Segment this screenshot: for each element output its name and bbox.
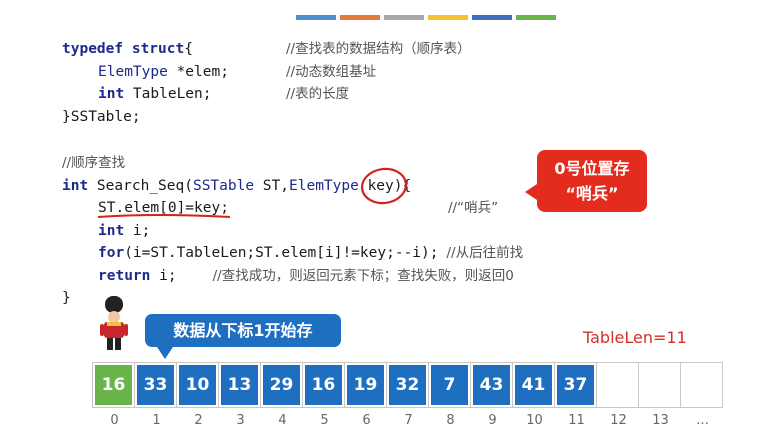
keyword: for [98, 245, 125, 261]
color-strip-segment [516, 15, 556, 20]
type-name: SSTable [192, 177, 255, 194]
sentinel-value: 16 [95, 365, 132, 405]
array-index-label: 8 [446, 413, 455, 428]
array-cell: 32 [386, 362, 429, 408]
code-text: i; [150, 267, 177, 284]
array-value: 43 [473, 365, 510, 405]
keyword: int [98, 86, 125, 102]
array-index-label: 5 [320, 413, 329, 428]
sentinel-guard-icon [100, 296, 128, 350]
code-text: i; [124, 222, 151, 239]
code-line: int Search_Seq(SSTable ST,ElemType key){ [62, 175, 411, 198]
array-index-label: … [696, 413, 709, 428]
keyword: return [98, 267, 151, 284]
code-comment: //查找成功，则返回元素下标；查找失败，则返回0 [212, 267, 514, 284]
array-cell: 43 [470, 362, 513, 408]
code-comment: //查找表的数据结构（顺序表） [286, 41, 471, 57]
array-value: 37 [557, 365, 594, 405]
array-value: 13 [221, 365, 258, 405]
array-cell: 16 [92, 362, 135, 408]
array-cell [638, 362, 681, 408]
color-strip [296, 15, 556, 20]
array-value: 32 [389, 365, 426, 405]
keyword: int [98, 222, 125, 239]
code-text: *elem; [167, 63, 229, 80]
array-cell: 29 [260, 362, 303, 408]
array-cell: 13 [218, 362, 261, 408]
array-index-label: 6 [362, 413, 371, 428]
code-line: int i; [98, 220, 150, 243]
code-line: } [62, 290, 71, 306]
color-strip-segment [340, 15, 380, 20]
code-text: TableLen; [124, 86, 212, 102]
code-text: (i=ST.TableLen;ST.elem[i]!=key;--i); [124, 245, 439, 261]
array-index-label: 12 [610, 413, 627, 428]
sentinel-callout: 0号位置存 “哨兵” [525, 150, 647, 212]
code-comment: //动态数组基址 [286, 63, 377, 80]
array-value: 7 [431, 365, 468, 405]
keyword: int [62, 177, 89, 194]
code-line: int TableLen; [98, 83, 212, 106]
color-strip-segment [384, 15, 424, 20]
color-strip-segment [428, 15, 468, 20]
array-cell [680, 362, 723, 408]
array-index-label: 2 [194, 413, 203, 428]
array-value: 10 [179, 365, 216, 405]
table-len-label: TableLen=11 [583, 328, 687, 347]
code-text: key){ [358, 177, 412, 194]
array-index-label: 7 [404, 413, 413, 428]
code-line: }SSTable; [62, 108, 141, 125]
code-text: { [184, 41, 193, 57]
array-value: 41 [515, 365, 552, 405]
array-index-label: 4 [278, 413, 287, 428]
array-value: 16 [305, 365, 342, 405]
array-index-label: 3 [236, 413, 245, 428]
keyword: typedef struct [62, 41, 185, 57]
array-cell: 16 [302, 362, 345, 408]
type-name: ElemType [289, 177, 359, 194]
array-cell: 19 [344, 362, 387, 408]
array-index-label: 10 [526, 413, 543, 428]
code-line: ST.elem[0]=key; [98, 200, 229, 216]
array-value: 29 [263, 365, 300, 405]
array-cell: 7 [428, 362, 471, 408]
code-line: typedef struct{ [62, 38, 193, 61]
code-line: return i; //查找成功，则返回元素下标；查找失败，则返回0 [98, 265, 514, 288]
array-index-label: 1 [152, 413, 161, 428]
code-line: for(i=ST.TableLen;ST.elem[i]!=key;--i); /… [98, 242, 523, 265]
array-index-label: 11 [568, 413, 585, 428]
array-cell [596, 362, 639, 408]
array-cell: 37 [554, 362, 597, 408]
array-cell: 41 [512, 362, 555, 408]
code-text: ST, [254, 177, 289, 194]
array-index-label: 9 [488, 413, 497, 428]
array-index-label: 13 [652, 413, 669, 428]
sentinel-callout-line2: “哨兵” [565, 184, 619, 203]
array-value: 19 [347, 365, 384, 405]
start-index-callout: 数据从下标1开始存 [145, 314, 341, 359]
array-cell: 33 [134, 362, 177, 408]
code-comment: //从后往前找 [446, 245, 524, 261]
code-comment: //顺序查找 [62, 155, 126, 171]
array-value: 33 [137, 365, 174, 405]
color-strip-segment [472, 15, 512, 20]
array-index-label: 0 [110, 413, 119, 428]
sentinel-callout-line1: 0号位置存 [554, 159, 630, 178]
type-name: ElemType [98, 63, 168, 80]
code-line: ElemType *elem; [98, 61, 229, 84]
code-comment: //表的长度 [286, 86, 350, 102]
function-name: Search_Seq( [88, 177, 193, 194]
code-comment: //“哨兵” [448, 200, 499, 216]
array-cell: 10 [176, 362, 219, 408]
color-strip-segment [296, 15, 336, 20]
